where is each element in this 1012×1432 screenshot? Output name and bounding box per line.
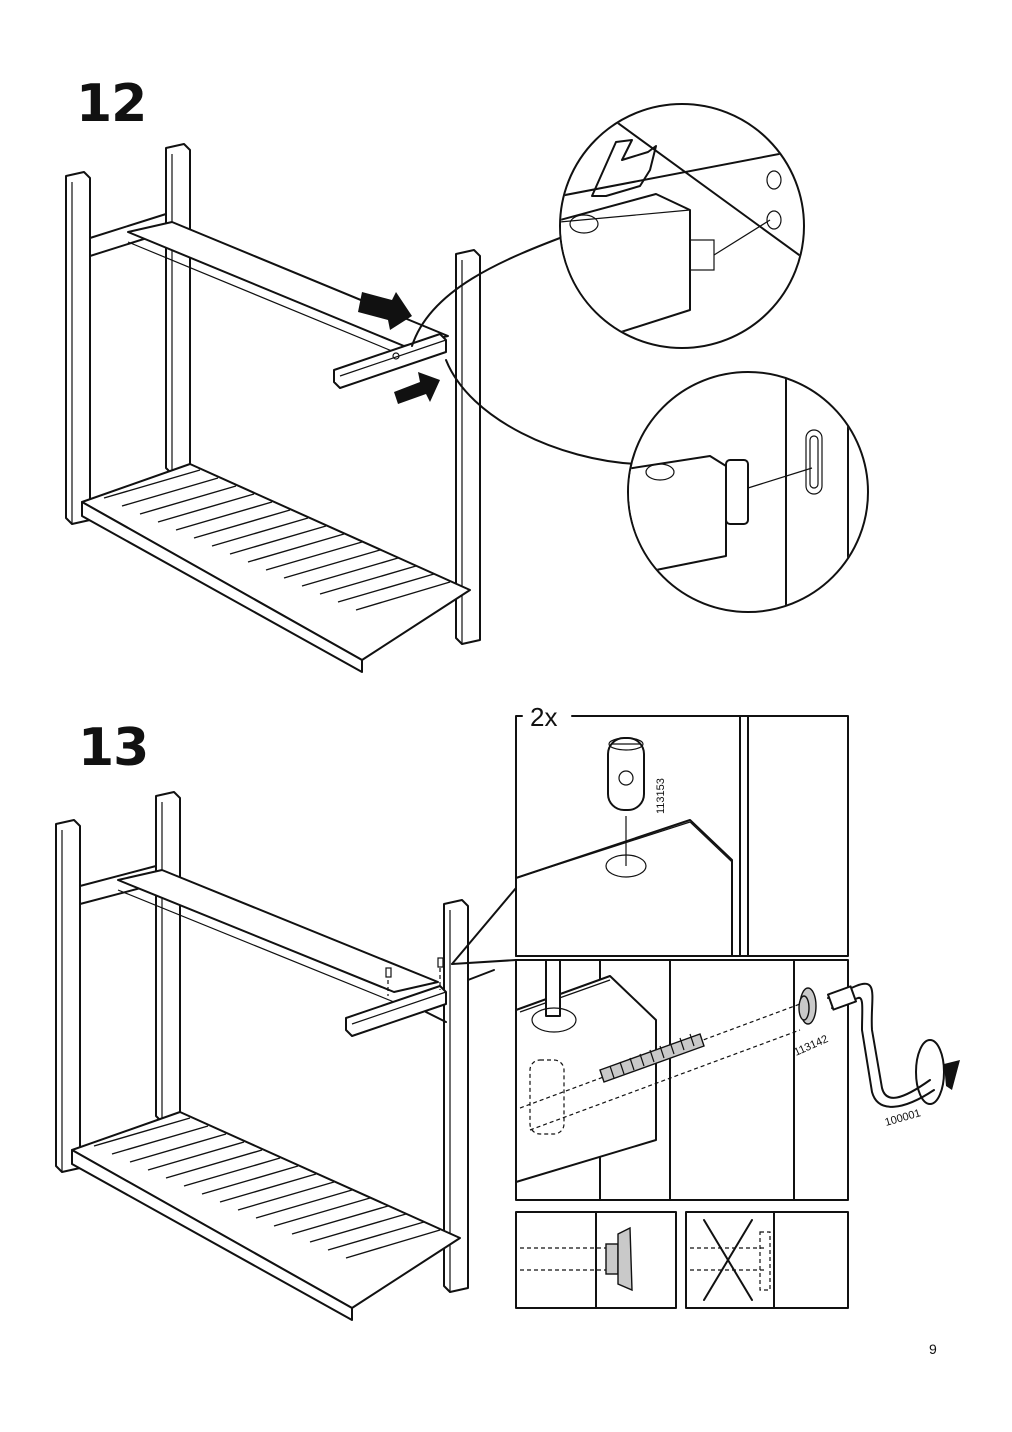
step-12-detail-circle-bottom [627,371,869,613]
cam-lock-nut-icon [607,737,645,811]
step-13-number: 13 [78,718,149,778]
rotate-clockwise-icon [915,1039,960,1105]
step-12-number: 12 [76,74,147,134]
quantity-label: 2x [530,702,557,732]
part-113153-label: 113153 [655,778,667,814]
part-100001-label: 100001 [884,1107,923,1129]
step-12-frame-illustration [65,143,637,673]
push-arrow-upper-icon [358,292,412,330]
allen-key-icon [826,982,935,1108]
part-113142-label: 113142 [792,1033,830,1059]
shelf-slats [103,469,451,611]
shelf-slats-13 [93,1117,441,1259]
page-number: 9 [929,1341,937,1357]
dowel-bolt-icon [599,987,817,1083]
step-13-incorrect-example [685,1211,849,1309]
step-13-frame-illustration [55,791,517,1321]
cross-mark-icon [703,1219,753,1301]
step-13-detail-box-top: 2x 113153 [515,702,849,957]
step-13-detail-box-middle: 113142 100001 [515,959,960,1201]
push-arrow-lower-icon [394,372,440,404]
step-13-correct-example [515,1211,677,1309]
step-12-detail-circle-top [559,103,805,349]
